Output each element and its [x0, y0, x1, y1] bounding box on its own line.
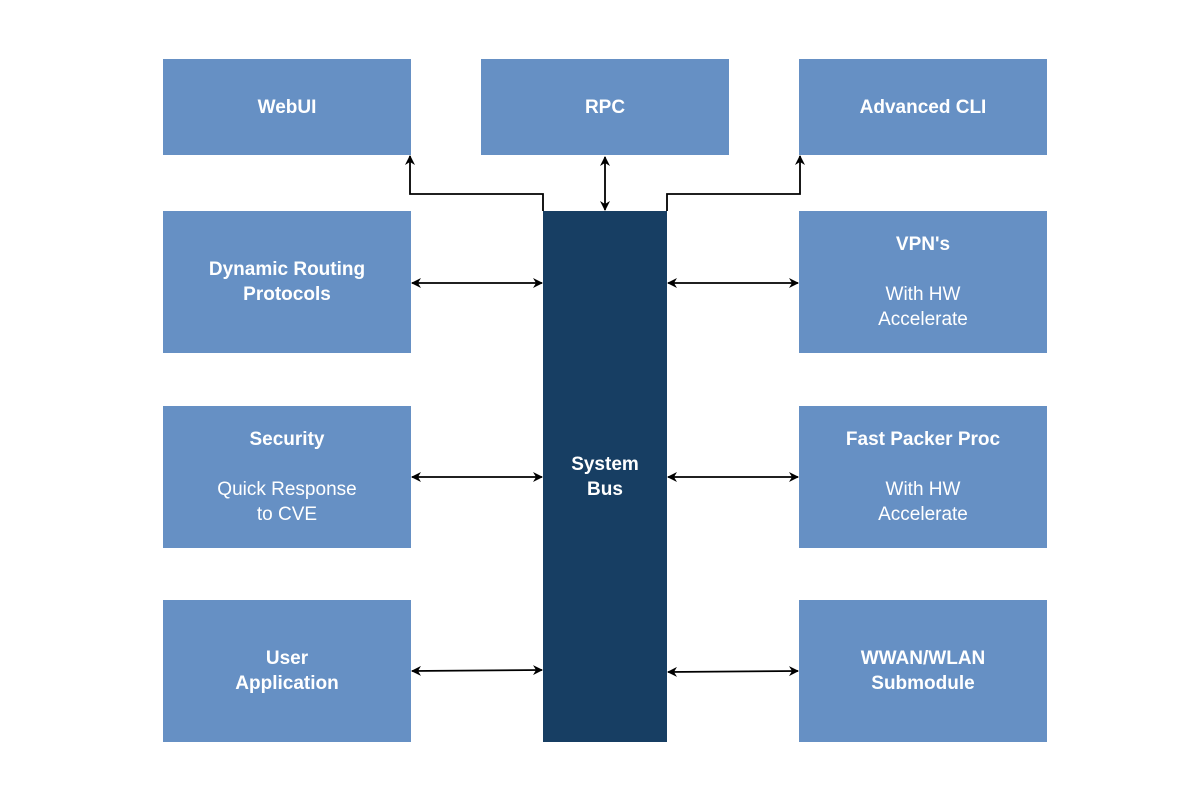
security-sublabel: Quick Response to CVE: [217, 479, 357, 525]
advanced-cli-box: Advanced CLI: [799, 59, 1047, 155]
dynamic-routing-label: Dynamic Routing Protocols: [208, 259, 366, 305]
system-bus-label: System Bus: [571, 453, 639, 500]
fast-packet-label: Fast Packer Proc: [845, 429, 1001, 450]
fast-packet-box: Fast Packer Proc With HW Accelerate: [799, 406, 1047, 548]
webui-label: WebUI: [257, 96, 317, 118]
advanced-cli-label: Advanced CLI: [859, 96, 987, 118]
connector-user-application: [411, 665, 543, 676]
fast-packet-sublabel: With HW Accelerate: [878, 479, 968, 525]
user-application-box: User Application: [163, 600, 411, 742]
vpns-sublabel: With HW Accelerate: [878, 284, 968, 330]
webui-box: WebUI: [163, 59, 411, 155]
wwan-wlan-label: WWAN/WLAN Submodule: [860, 648, 986, 694]
rpc-box: RPC: [481, 59, 729, 155]
connector-webui: [405, 155, 544, 211]
dynamic-routing-box: Dynamic Routing Protocols: [163, 211, 411, 353]
vpns-label: VPN's: [895, 234, 951, 255]
user-application-label: User Application: [235, 648, 339, 694]
rpc-label: RPC: [584, 96, 626, 118]
security-box: Security Quick Response to CVE: [163, 406, 411, 548]
connector-advanced-cli: [666, 155, 805, 211]
security-label: Security: [249, 429, 325, 450]
system-bus: System Bus: [543, 211, 667, 742]
connector-wwan-wlan: [667, 666, 799, 677]
vpns-box: VPN's With HW Accelerate: [799, 211, 1047, 353]
wwan-wlan-box: WWAN/WLAN Submodule: [799, 600, 1047, 742]
